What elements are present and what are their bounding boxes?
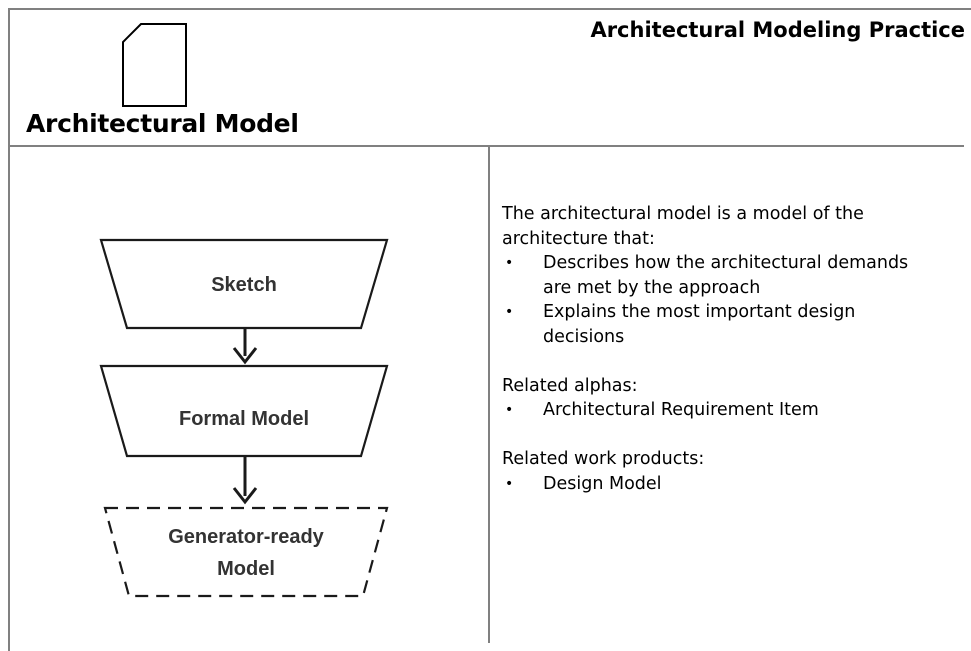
node-generator-ready-model: Generator-ready Model xyxy=(103,506,389,598)
related-alpha-item: Architectural Requirement Item xyxy=(502,398,968,423)
node-sketch-label: Sketch xyxy=(211,274,277,296)
purpose-list: Describes how the architectural demands … xyxy=(502,251,968,349)
intro-line-2: architecture that: xyxy=(502,228,655,249)
purpose-item: Describes how the architectural demands … xyxy=(502,251,968,300)
related-alphas-list: Architectural Requirement Item xyxy=(502,398,968,423)
purpose-item: Explains the most important design decis… xyxy=(502,300,968,349)
related-alphas-label: Related alphas: xyxy=(502,375,638,396)
purpose-item-line: Describes how the architectural demands xyxy=(543,253,909,273)
intro-line-1: The architectural model is a model of th… xyxy=(502,204,864,224)
header-divider xyxy=(10,145,964,147)
related-work-product-item: Design Model xyxy=(502,472,968,497)
node-generator-label-line1: Generator-ready xyxy=(168,526,324,548)
card-title: Architectural Model xyxy=(26,109,299,138)
related-work-products-list: Design Model xyxy=(502,472,968,497)
practice-title: Architectural Modeling Practice xyxy=(590,18,965,42)
document-icon xyxy=(122,23,187,107)
arrow-formal-to-generator xyxy=(232,457,258,505)
description-panel: The architectural model is a model of th… xyxy=(502,202,968,496)
spacer xyxy=(502,423,968,448)
node-generator-label-line2: Model xyxy=(217,558,275,580)
spacer xyxy=(502,349,968,374)
purpose-item-line: are met by the approach xyxy=(543,277,761,298)
purpose-item-line: decisions xyxy=(543,326,625,347)
alpha-card xyxy=(8,8,971,651)
purpose-item-line: Explains the most important design xyxy=(543,302,856,322)
column-divider xyxy=(488,147,490,643)
workflow-diagram: Sketch Formal Model Generator-ready Mode… xyxy=(99,238,389,598)
arrow-sketch-to-formal xyxy=(232,329,258,365)
node-formal-model: Formal Model xyxy=(99,364,389,458)
node-sketch: Sketch xyxy=(99,238,389,330)
related-work-products-label: Related work products: xyxy=(502,449,705,469)
node-formal-label: Formal Model xyxy=(179,408,309,430)
